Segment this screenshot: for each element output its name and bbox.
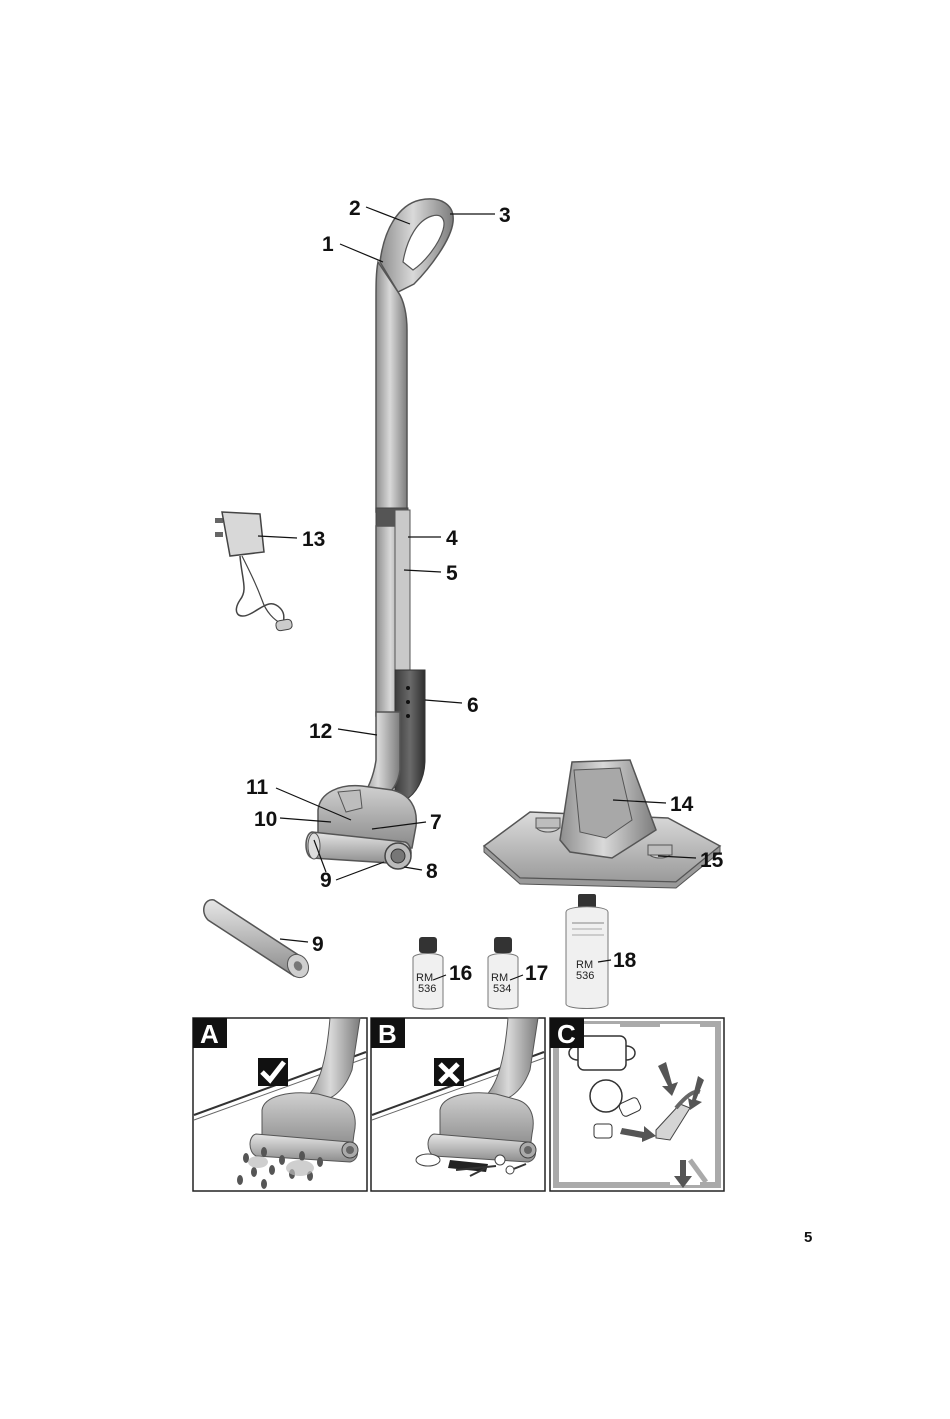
panel-b-letter: B bbox=[378, 1019, 397, 1049]
callout-5: 5 bbox=[446, 562, 458, 585]
callout-11: 11 bbox=[246, 776, 269, 799]
panel-c: C bbox=[550, 1018, 724, 1191]
callout-9-head: 9 bbox=[320, 869, 332, 892]
callout-3: 3 bbox=[499, 204, 511, 227]
callout-9-spare: 9 bbox=[312, 933, 324, 956]
callout-18: 18 bbox=[613, 949, 637, 972]
bottle-17: RM 534 bbox=[488, 937, 518, 1009]
panel-c-letter: C bbox=[557, 1019, 576, 1049]
page-number: 5 bbox=[804, 1229, 812, 1246]
floor-cleaner-illustration bbox=[306, 199, 453, 869]
callout-16: 16 bbox=[449, 962, 472, 985]
callout-13: 13 bbox=[302, 528, 325, 551]
callout-8: 8 bbox=[426, 860, 438, 883]
bottle-18-label-line2: 536 bbox=[576, 970, 594, 982]
charger-illustration bbox=[215, 512, 293, 631]
callout-17: 17 bbox=[525, 962, 548, 985]
callout-15: 15 bbox=[700, 849, 724, 872]
bottle-16: RM 536 bbox=[413, 937, 443, 1009]
panel-b: B bbox=[371, 1018, 545, 1191]
callout-10: 10 bbox=[254, 808, 277, 831]
parking-station-illustration bbox=[484, 760, 720, 888]
panel-a-letter: A bbox=[200, 1019, 219, 1049]
callout-14: 14 bbox=[670, 793, 694, 816]
callout-2: 2 bbox=[349, 197, 361, 220]
callout-1: 1 bbox=[322, 233, 334, 256]
callout-7: 7 bbox=[430, 811, 442, 834]
panel-a: A bbox=[193, 1018, 367, 1191]
callout-4: 4 bbox=[446, 527, 458, 550]
callout-12: 12 bbox=[309, 720, 332, 743]
bottle-18: RM 536 bbox=[566, 894, 608, 1009]
bottle-16-label-line2: 536 bbox=[418, 983, 436, 995]
bottle-17-label-line2: 534 bbox=[493, 983, 511, 995]
callout-6: 6 bbox=[467, 694, 479, 717]
